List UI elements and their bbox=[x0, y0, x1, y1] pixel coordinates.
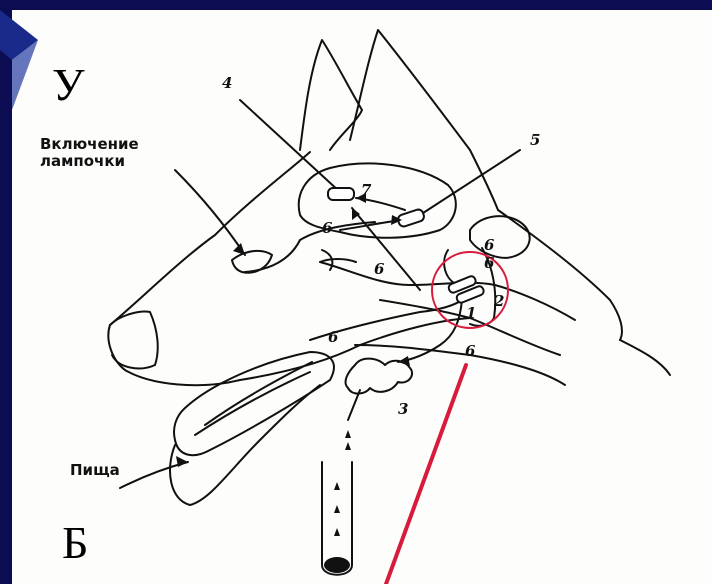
dog-neck-top bbox=[498, 210, 622, 340]
dog-nose bbox=[110, 312, 158, 369]
tongue-inner-2 bbox=[205, 362, 312, 425]
label-1: 1 bbox=[466, 304, 476, 322]
label-6-tongue: 6 bbox=[328, 328, 339, 346]
label-6-brain: 6 bbox=[322, 219, 333, 237]
label-5: 5 bbox=[530, 131, 540, 149]
label-4: 4 bbox=[222, 74, 232, 92]
lamp-arrow bbox=[175, 170, 245, 255]
pointer-5 bbox=[420, 150, 520, 215]
arrowhead-gland bbox=[398, 356, 410, 366]
lamp-label-line1: Включение bbox=[40, 136, 139, 153]
jaw-back bbox=[620, 340, 670, 375]
letter-bottom: Б bbox=[62, 520, 88, 566]
lamp-label: Включение лампочки bbox=[40, 136, 139, 170]
cerebellum bbox=[470, 216, 530, 258]
label-7: 7 bbox=[361, 181, 372, 199]
mouth-cavity bbox=[174, 352, 334, 455]
food-label: Пища bbox=[70, 462, 120, 479]
arrowhead-up bbox=[352, 208, 360, 220]
brainstem bbox=[320, 262, 575, 320]
label-6-stem: 6 bbox=[374, 260, 385, 278]
label-6-loop: 6 bbox=[484, 254, 495, 272]
label-2: 2 bbox=[493, 292, 504, 310]
tongue bbox=[170, 385, 320, 505]
label-6-gland: 6 bbox=[465, 342, 476, 360]
salivary-duct bbox=[348, 390, 360, 420]
dog-ear-right bbox=[350, 30, 498, 210]
dog-head-outline bbox=[108, 152, 310, 385]
arrowhead-food bbox=[176, 456, 188, 467]
pointer-4 bbox=[240, 100, 340, 192]
brain-center-4 bbox=[328, 188, 354, 200]
dog-eye bbox=[232, 251, 272, 273]
label-6-cerebellum: 6 bbox=[484, 236, 495, 254]
lamp-label-line2: лампочки bbox=[40, 153, 139, 170]
salivary-gland bbox=[346, 359, 413, 394]
brain-center-5 bbox=[397, 208, 425, 227]
saliva-drops bbox=[324, 430, 351, 573]
dog-ear-left bbox=[300, 40, 362, 150]
highlight-pointer bbox=[386, 365, 466, 584]
nerve-face bbox=[245, 222, 375, 272]
dog-neck-bottom bbox=[470, 318, 560, 355]
letter-top: У bbox=[52, 62, 85, 108]
label-3: 3 bbox=[398, 400, 408, 418]
